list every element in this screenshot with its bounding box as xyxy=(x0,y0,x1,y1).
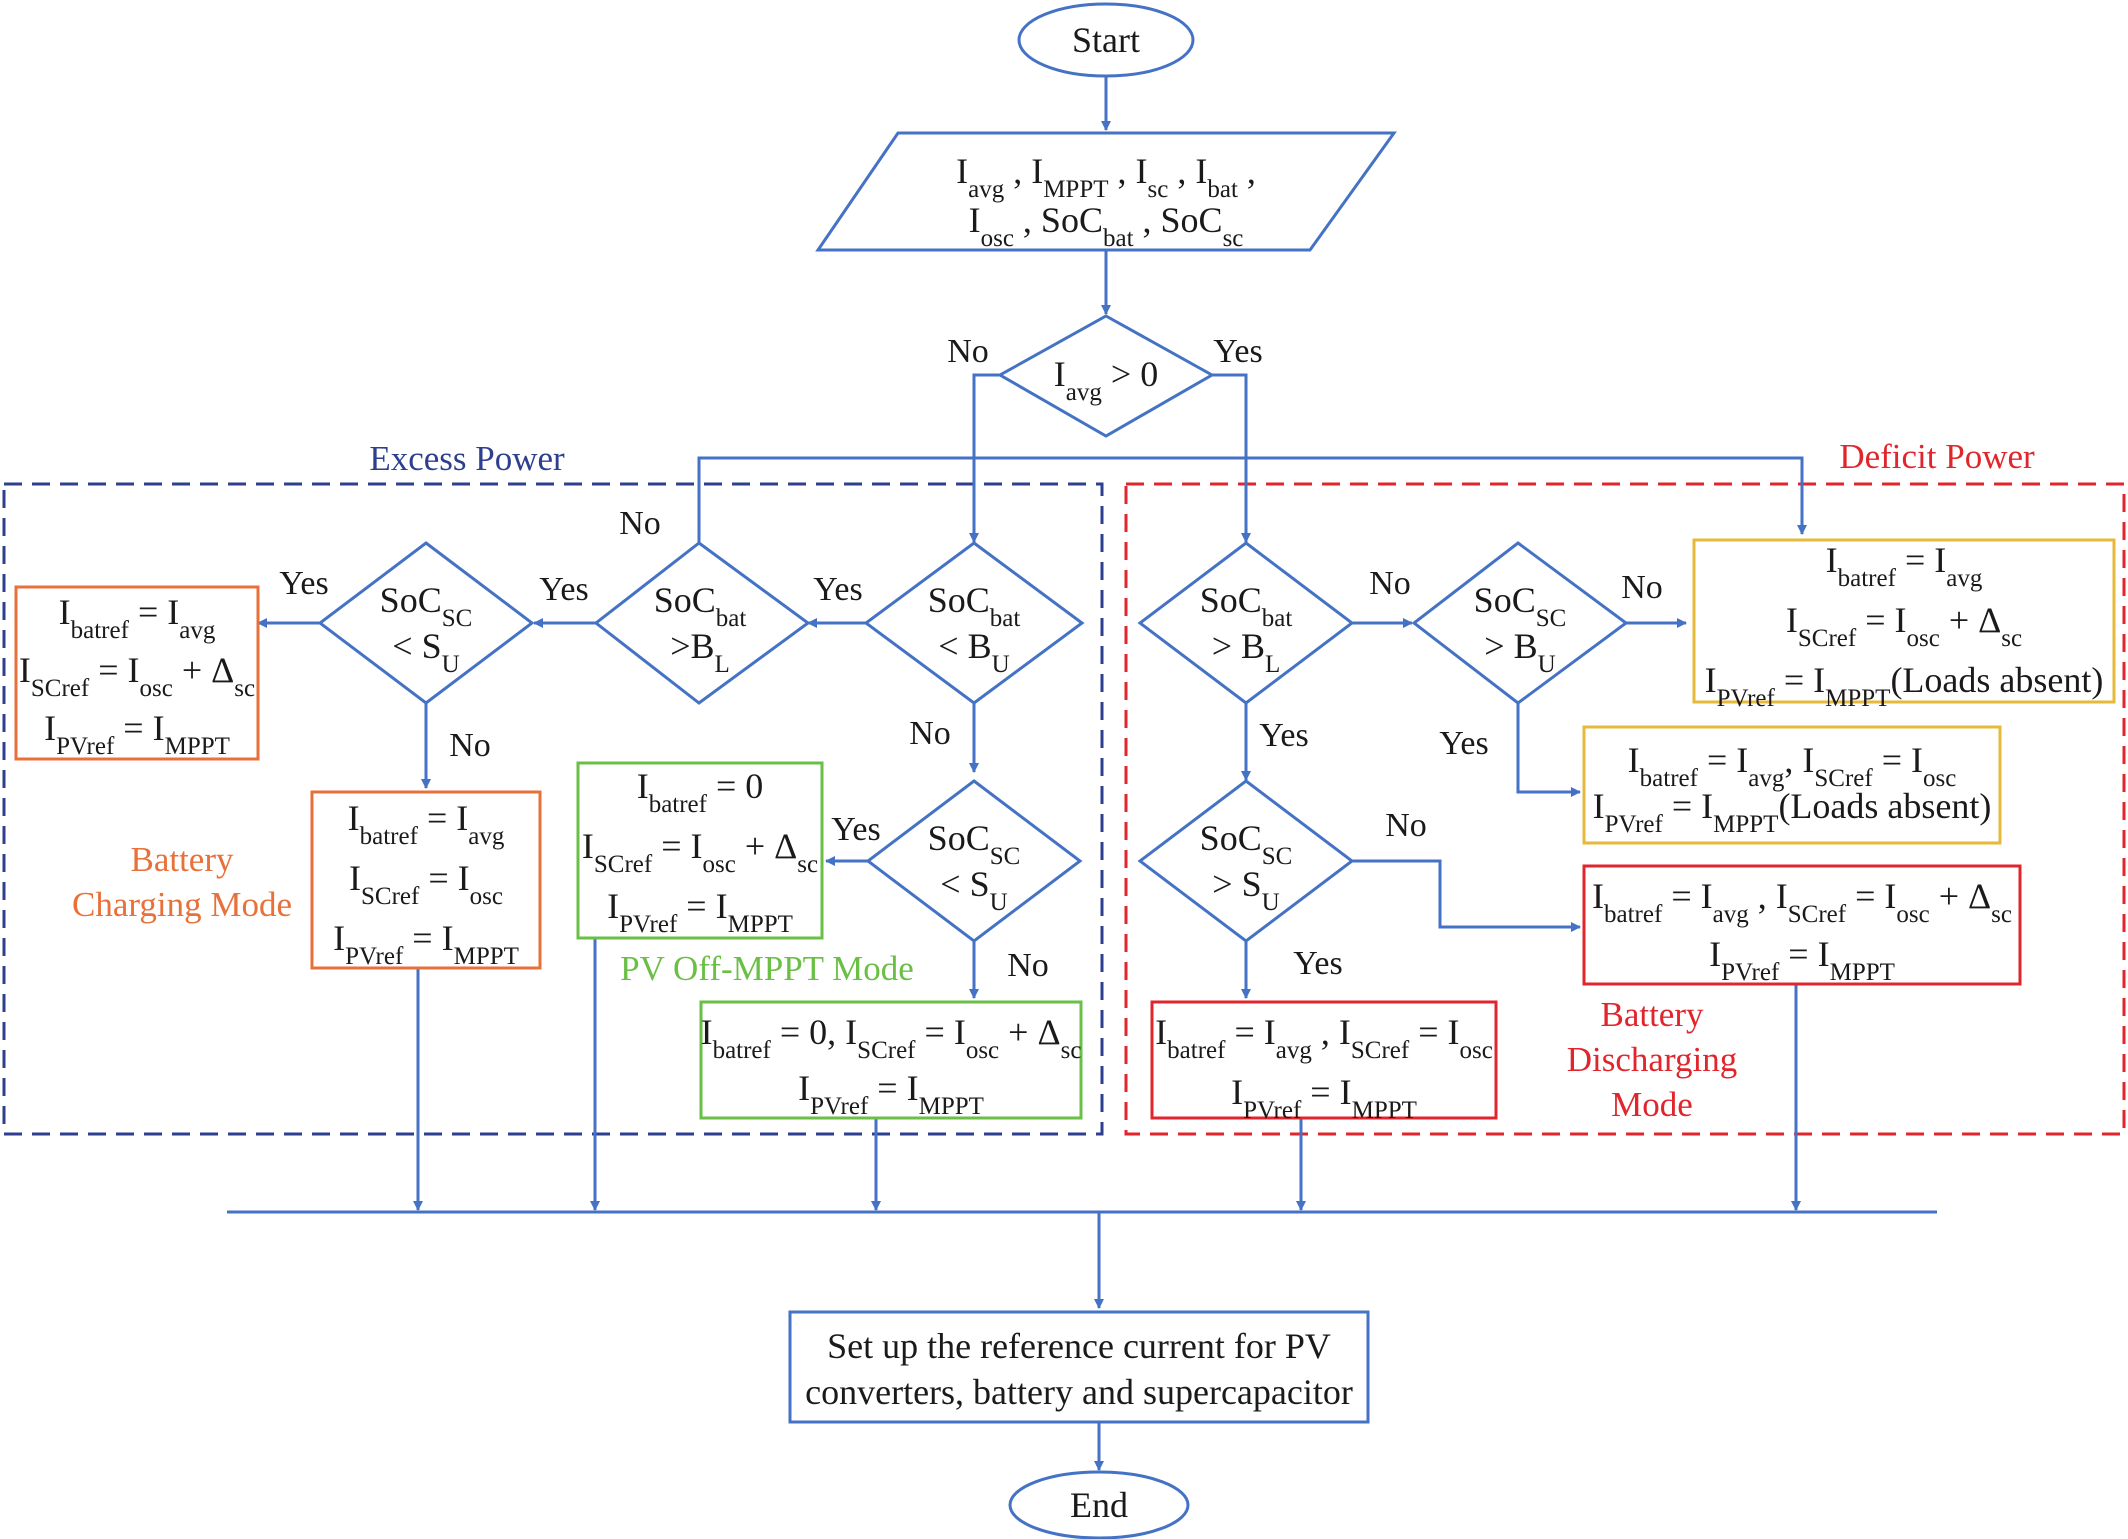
box-loads-absent-partial-line-1: Ibatref = Iavg, ISCref = Iosc xyxy=(1628,740,1957,792)
label-d2-no: No xyxy=(619,505,661,542)
decision-socsc-gt-su-line-2: > SU xyxy=(1212,864,1279,916)
decision-socsc-lt-su-left xyxy=(317,541,535,705)
box-loads-absent-full-line-3: IPVref = IMPPT(Loads absent) xyxy=(1705,660,2104,712)
box-charging-full-line-1: Ibatref = Iavg xyxy=(59,592,216,644)
decision-socbat-lt-bu-line-2: < BU xyxy=(938,626,1009,678)
arrow-d2-no xyxy=(697,456,1807,543)
input-parallelogram xyxy=(815,131,1397,252)
discharging-mode-note-line-2: Discharging xyxy=(1567,1040,1737,1079)
input-line-2: Iosc , SoCbat , SoCsc xyxy=(969,200,1244,252)
box-discharging-sc xyxy=(1582,864,2022,986)
decision-socbat-lt-bu-line-1: SoCbat xyxy=(928,580,1021,632)
box-off-mppt-sc xyxy=(576,761,824,940)
arrow-d0-yes xyxy=(1212,373,1251,543)
label-d2-yes: Yes xyxy=(539,571,588,608)
label-d5-yes: Yes xyxy=(1259,717,1308,754)
label-d1-yes: Yes xyxy=(813,571,862,608)
label-d3-no: No xyxy=(449,727,491,764)
branch-labels: No Yes Yes No Yes No Yes No Yes No No Ye… xyxy=(279,333,1663,984)
decision-socsc-gt-bu-line-2: > BU xyxy=(1484,626,1555,678)
decision-socbat-gt-bl-line-1: SoCbat xyxy=(654,580,747,632)
box-charging-battery-line-3: IPVref = IMPPT xyxy=(333,918,519,970)
decision-socbat-gt-bl-excess xyxy=(593,541,811,705)
decision-socbat-gt-bl-deficit-line-1: SoCbat xyxy=(1200,580,1293,632)
label-d4-yes: Yes xyxy=(831,811,880,848)
excess-power-label: Excess Power xyxy=(369,439,565,478)
start-label: Start xyxy=(1072,20,1140,60)
decision-socsc-gt-su xyxy=(1137,779,1355,943)
excess-power-region xyxy=(2,482,1104,1136)
decision-socbat-gt-bl-line-2: >BL xyxy=(670,626,730,678)
decision-socsc-lt-su-right-line-2: < SU xyxy=(940,864,1007,916)
label-d0-yes: Yes xyxy=(1213,333,1262,370)
input-line-1: Iavg , IMPPT , Isc , Ibat , xyxy=(956,151,1256,203)
decision-socbat-lt-bu xyxy=(863,541,1085,705)
box-charging-full-line-2: ISCref = Iosc + Δsc xyxy=(19,650,255,702)
box-charging-full-line-3: IPVref = IMPPT xyxy=(44,708,230,760)
decision-socbat-gt-bl-deficit-line-2: > BL xyxy=(1212,626,1281,678)
decision-socbat-gt-bl-deficit xyxy=(1137,541,1355,705)
label-d6-no: No xyxy=(1621,569,1663,606)
box-discharging-sc-line-1: Ibatref = Iavg , ISCref = Iosc + Δsc xyxy=(1592,876,2012,928)
box-loads-absent-full-line-2: ISCref = Iosc + Δsc xyxy=(1786,600,2022,652)
arrow-d0-no xyxy=(969,373,1000,543)
box-charging-battery-line-1: Ibatref = Iavg xyxy=(348,798,505,850)
decision-socsc-gt-bu xyxy=(1411,541,1629,705)
off-mppt-mode-note: PV Off-MPPT Mode xyxy=(620,949,914,988)
decision-socsc-lt-su-left-line-2: < SU xyxy=(392,626,459,678)
box-loads-absent-full-line-1: Ibatref = Iavg xyxy=(1826,540,1983,592)
flow-lines xyxy=(227,76,1937,1471)
label-d3-yes: Yes xyxy=(279,565,328,602)
arrow-d7-no xyxy=(1352,859,1581,932)
box-discharging-battery-line-1: Ibatref = Iavg , ISCref = Iosc xyxy=(1155,1012,1493,1064)
discharging-mode-note-line-1: Battery xyxy=(1600,995,1704,1034)
decision-socsc-gt-su-line-1: SoCSC xyxy=(1200,818,1293,870)
label-d1-no: No xyxy=(909,715,951,752)
box-off-mppt-zero-bat-line-1: Ibatref = 0, ISCref = Iosc + Δsc xyxy=(701,1012,1082,1064)
box-charging-battery-line-2: ISCref = Iosc xyxy=(349,858,503,910)
box-charging-full xyxy=(14,585,260,761)
decision-socsc-lt-su-left-line-1: SoCSC xyxy=(380,580,473,632)
box-discharging-battery xyxy=(1150,1000,1498,1120)
box-loads-absent-partial xyxy=(1582,725,2002,845)
final-process-line-1: Set up the reference current for PV xyxy=(827,1326,1331,1366)
label-d4-no: No xyxy=(1007,947,1049,984)
start-terminal xyxy=(1017,2,1195,78)
box-off-mppt-zero-bat-line-2: IPVref = IMPPT xyxy=(798,1068,984,1120)
final-process-box xyxy=(788,1310,1370,1424)
box-off-mppt-zero-bat xyxy=(699,1000,1083,1120)
box-loads-absent-partial-line-2: IPVref = IMPPT(Loads absent) xyxy=(1593,786,1992,838)
box-off-mppt-sc-line-2: ISCref = Iosc + Δsc xyxy=(582,826,818,878)
label-d6-yes: Yes xyxy=(1439,725,1488,762)
decision-iavg-positive xyxy=(996,314,1216,438)
box-off-mppt-sc-line-1: Ibatref = 0 xyxy=(637,766,764,818)
decision-socsc-lt-su-right xyxy=(865,779,1083,943)
label-d5-no: No xyxy=(1369,565,1411,602)
box-loads-absent-full xyxy=(1692,538,2116,704)
decision-iavg-text: Iavg > 0 xyxy=(1054,354,1158,406)
end-label: End xyxy=(1070,1485,1128,1525)
discharging-mode-note-line-3: Mode xyxy=(1611,1085,1693,1124)
label-d0-no: No xyxy=(947,333,989,370)
arrow-d6-yes xyxy=(1516,703,1581,797)
charging-mode-note-line-1: Battery xyxy=(130,840,234,879)
decision-socsc-lt-su-right-line-1: SoCSC xyxy=(928,818,1021,870)
end-terminal xyxy=(1008,1470,1190,1539)
box-discharging-battery-line-2: IPVref = IMPPT xyxy=(1231,1072,1417,1124)
label-d7-no: No xyxy=(1385,807,1427,844)
final-process-line-2: converters, battery and supercapacitor xyxy=(805,1372,1353,1412)
box-discharging-sc-line-2: IPVref = IMPPT xyxy=(1709,934,1895,986)
label-d7-yes: Yes xyxy=(1293,945,1342,982)
deficit-power-label: Deficit Power xyxy=(1839,437,2035,476)
decision-socsc-gt-bu-line-1: SoCSC xyxy=(1474,580,1567,632)
box-charging-battery xyxy=(310,790,542,970)
box-off-mppt-sc-line-3: IPVref = IMPPT xyxy=(607,886,793,938)
deficit-power-region xyxy=(1124,482,2126,1136)
charging-mode-note-line-2: Charging Mode xyxy=(72,885,292,924)
